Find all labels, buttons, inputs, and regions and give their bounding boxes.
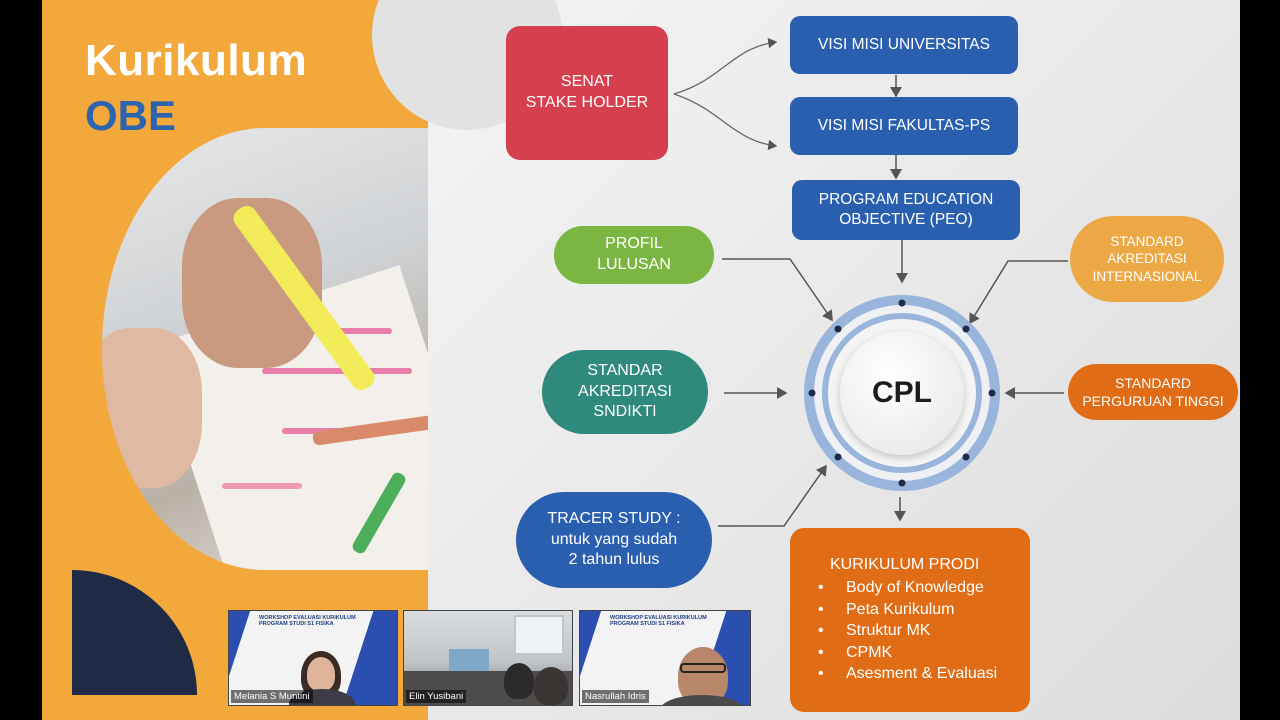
slide-title: Kurikulum <box>85 36 308 85</box>
workshop-banner: WORKSHOP EVALUASI KURIKULUM PROGRAM STUD… <box>259 615 356 627</box>
list-item: Body of Knowledge <box>810 577 1030 599</box>
participant-name: Elin Yusibani <box>406 690 467 703</box>
kurikulum-prodi-list: Body of Knowledge Peta Kurikulum Struktu… <box>810 577 1030 685</box>
list-item: CPMK <box>810 642 1030 664</box>
visi-misi-fakultas-box: VISI MISI FAKULTAS-PS <box>790 97 1018 155</box>
cpl-label: CPL <box>840 331 964 455</box>
participant-name: Nasrullah Idris <box>582 690 649 703</box>
participant-name: Melania S Muntini <box>231 690 313 703</box>
presentation-slide: Kurikulum OBE <box>42 0 1240 720</box>
list-item: Asesment & Evaluasi <box>810 663 1030 685</box>
kurikulum-prodi-box: KURIKULUM PRODI Body of Knowledge Peta K… <box>790 528 1030 712</box>
flow-arrows <box>673 37 1068 527</box>
visi-misi-universitas-box: VISI MISI UNIVERSITAS <box>790 16 1018 74</box>
kurikulum-prodi-title: KURIKULUM PRODI <box>830 556 980 573</box>
participant-tile-melania[interactable]: WORKSHOP EVALUASI KURIKULUM PROGRAM STUD… <box>228 610 398 706</box>
left-panel: Kurikulum OBE <box>42 0 428 720</box>
cpl-ring-dots <box>808 299 996 487</box>
participant-tile-elin[interactable]: Elin Yusibani <box>403 610 573 706</box>
list-item: Struktur MK <box>810 620 1030 642</box>
slide-subtitle: OBE <box>85 92 177 139</box>
list-item: Peta Kurikulum <box>810 599 1030 621</box>
participant-tile-nasrullah[interactable]: WORKSHOP EVALUASI KURIKULUM PROGRAM STUD… <box>579 610 751 706</box>
workshop-banner: WORKSHOP EVALUASI KURIKULUM PROGRAM STUD… <box>610 615 707 627</box>
highlighting-photo <box>102 128 428 570</box>
